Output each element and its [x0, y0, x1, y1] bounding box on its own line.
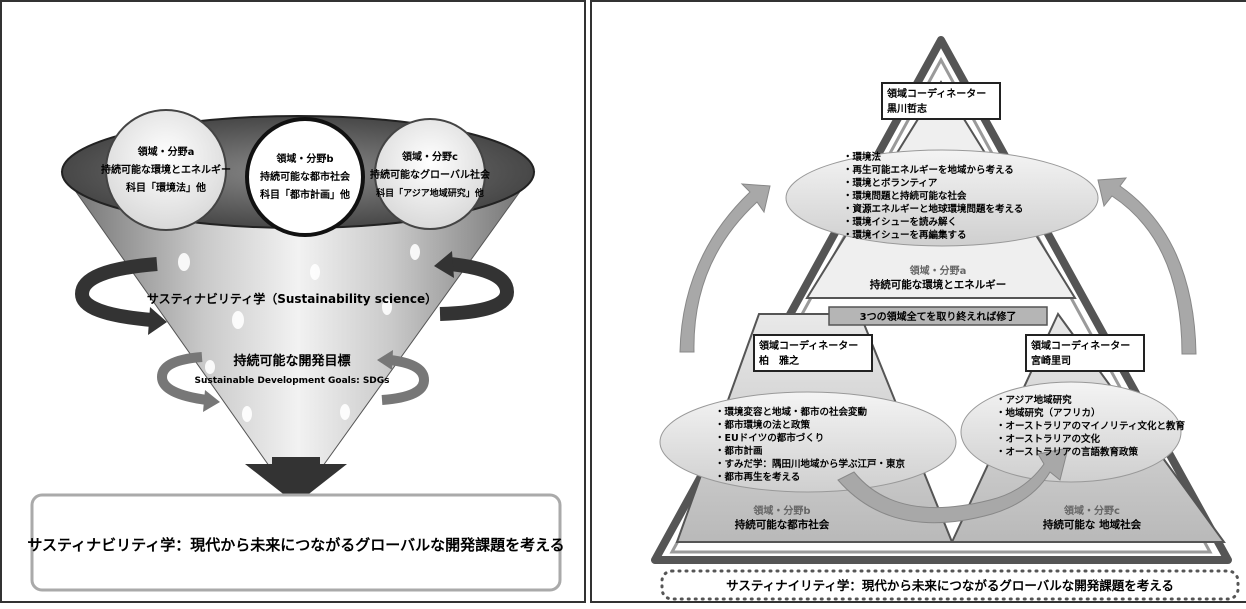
- funnel-diagram-panel: 領域・分野a 持続可能な環境とエネルギー 科目「環境法」他 領域・分野b 持続可…: [0, 0, 586, 603]
- down-arrow: [245, 457, 347, 504]
- course-c-item: ・地域研究（アフリカ）: [996, 407, 1101, 419]
- circle-b-line3: 科目「都市計画」他: [260, 188, 350, 201]
- sdg-sublabel: Sustainable Development Goals: SDGs: [194, 376, 389, 386]
- course-a-item: ・環境問題と持続可能な社会: [843, 190, 967, 202]
- bubble-decorations: [178, 244, 420, 422]
- field-c-desc: 持続可能な 地域社会: [1043, 518, 1142, 531]
- course-b-item: ・EUドイツの都市づくり: [715, 432, 824, 444]
- course-c-item: ・オーストラリアの文化: [996, 433, 1101, 445]
- course-list-c: ・アジア地域研究 ・地域研究（アフリカ） ・オーストラリアのマイノリティ文化と教…: [996, 394, 1185, 458]
- triangle-diagram: 領域コーディネーター 黒川哲志 領域コーディネーター 柏 雅之 領域コーディネー…: [651, 36, 1240, 601]
- course-list-b: ・環境変容と地域・都市の社会変動 ・都市環境の法と政策 ・EUドイツの都市づくり…: [715, 406, 906, 483]
- field-a-desc: 持続可能な環境とエネルギー: [870, 278, 1007, 291]
- course-c-item: ・オーストラリアの言語教育政策: [996, 446, 1139, 458]
- right-bottom-text: サスティナイリティ学：現代から未来につながるグローバルな開発課題を考える: [726, 578, 1174, 593]
- course-a-item: ・環境とボランティア: [843, 177, 938, 189]
- coordinator-c-name: 宮崎里司: [1031, 354, 1071, 367]
- coordinator-a-name: 黒川哲志: [887, 102, 927, 115]
- coordinator-a-title: 領域コーディネーター: [886, 87, 986, 100]
- course-b-item: ・すみだ学：隅田川地域から学ぶ江戸・東京: [715, 458, 906, 470]
- rotation-arrow-lower: [156, 350, 430, 412]
- course-c-item: ・オーストラリアのマイノリティ文化と教育: [996, 420, 1185, 432]
- circle-c-line2: 持続可能なグローバル社会: [370, 168, 490, 181]
- cycle-arrows: [679, 177, 1197, 524]
- field-b-name: 領域・分野b: [752, 504, 810, 517]
- course-a-item: ・資源エネルギーと地球環境問題を考える: [843, 203, 1023, 215]
- coordinator-b-name: 柏 雅之: [759, 354, 799, 367]
- coordinator-c-title: 領域コーディネーター: [1030, 339, 1130, 352]
- circle-a-line3: 科目「環境法」他: [126, 181, 206, 194]
- left-bottom-text: サスティナビリティ学：現代から未来につながるグローバルな開発課題を考える: [27, 536, 564, 554]
- field-a-name: 領域・分野a: [909, 264, 967, 277]
- completion-banner: [828, 306, 1048, 326]
- completion-banner-text: 3つの領域全てを取り終えれば修了: [860, 310, 1017, 323]
- coordinator-a-box: 領域コーディネーター 黒川哲志: [881, 82, 1001, 120]
- circle-c-line1: 領域・分野c: [401, 150, 458, 163]
- circle-c-line3: 科目「アジア地域研究」他: [376, 187, 484, 199]
- circle-b-line2: 持続可能な都市社会: [260, 170, 350, 183]
- circle-field-c: 領域・分野c 持続可能なグローバル社会 科目「アジア地域研究」他: [370, 118, 490, 230]
- course-b-item: ・都市環境の法と政策: [715, 419, 811, 431]
- ellipse-courses-c: [960, 381, 1182, 483]
- funnel-diagram: 領域・分野a 持続可能な環境とエネルギー 科目「環境法」他 領域・分野b 持続可…: [27, 109, 565, 592]
- course-c-item: ・アジア地域研究: [996, 394, 1072, 406]
- circle-field-b: 領域・分野b 持続可能な都市社会 科目「都市計画」他: [245, 117, 365, 237]
- rotation-arrow-upper: [74, 251, 515, 335]
- sustainability-science-label: サスティナビリティ学（Sustainability science）: [147, 291, 437, 306]
- field-c-name: 領域・分野c: [1063, 504, 1120, 517]
- course-a-item: ・環境イシューを再編集する: [843, 229, 967, 241]
- outer-triangle-inner-line: [669, 56, 1213, 554]
- course-a-item: ・環境法: [843, 151, 882, 163]
- circle-b-line1: 領域・分野b: [275, 152, 333, 165]
- course-b-item: ・都市計画: [715, 445, 763, 457]
- coordinator-b-title: 領域コーディネーター: [758, 339, 858, 352]
- course-a-item: ・再生可能エネルギーを地域から考える: [843, 164, 1014, 176]
- circle-a-line2: 持続可能な環境とエネルギー: [101, 163, 231, 176]
- field-b-desc: 持続可能な都市社会: [735, 518, 830, 531]
- ellipse-courses-a: [785, 149, 1099, 247]
- course-b-item: ・都市再生を考える: [715, 471, 800, 483]
- course-a-item: ・環境イシューを読み解く: [843, 216, 957, 228]
- ellipse-courses-b: [659, 391, 957, 493]
- circle-field-a: 領域・分野a 持続可能な環境とエネルギー 科目「環境法」他: [101, 109, 231, 231]
- sdg-label: 持続可能な開発目標: [233, 353, 350, 369]
- right-bottom-box: [660, 569, 1240, 601]
- coordinator-b-box: 領域コーディネーター 柏 雅之: [753, 334, 873, 372]
- coordinator-c-box: 領域コーディネーター 宮崎里司: [1025, 334, 1145, 372]
- course-list-a: ・環境法 ・再生可能エネルギーを地域から考える ・環境とボランティア ・環境問題…: [843, 151, 1023, 241]
- circle-a-line1: 領域・分野a: [137, 145, 195, 158]
- bottom-box: [30, 493, 562, 592]
- triangle-diagram-panel: 領域コーディネーター 黒川哲志 領域コーディネーター 柏 雅之 領域コーディネー…: [590, 0, 1246, 603]
- course-b-item: ・環境変容と地域・都市の社会変動: [715, 406, 868, 418]
